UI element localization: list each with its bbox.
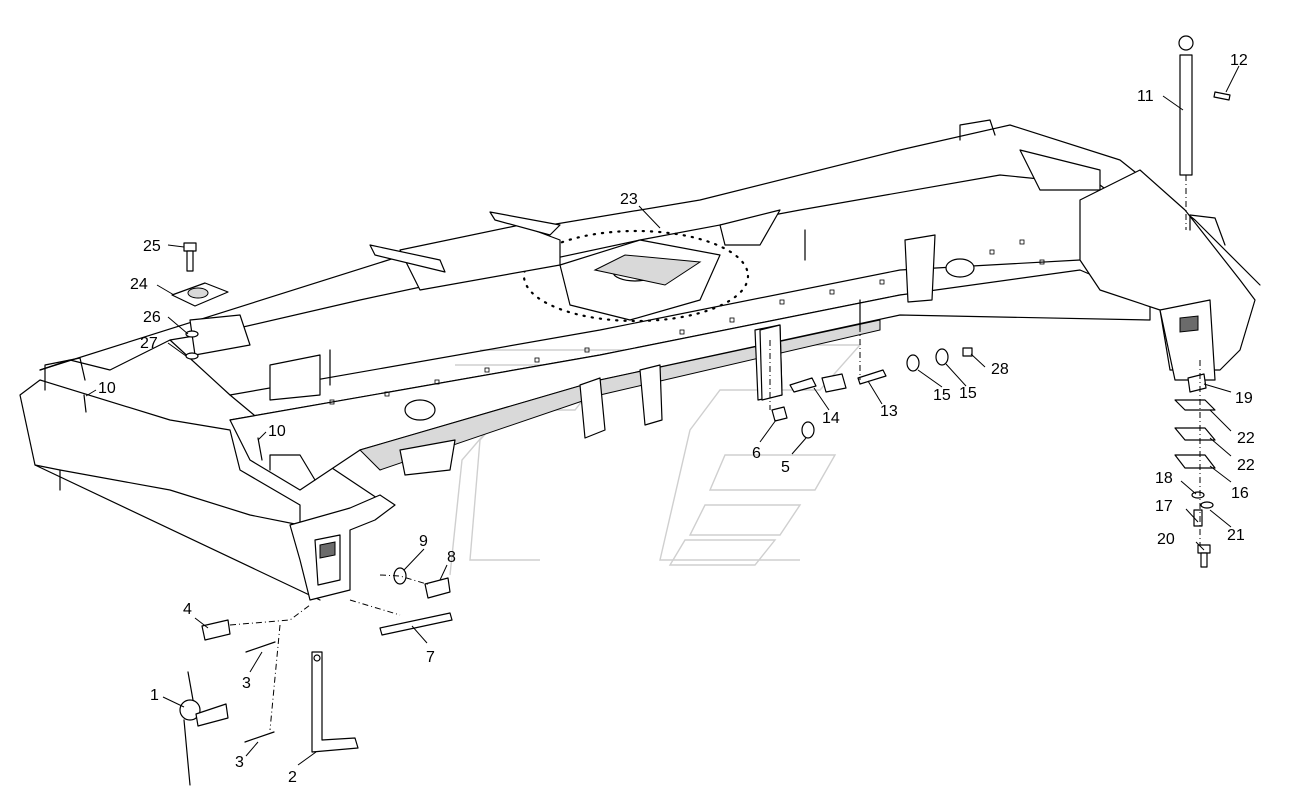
- callout-25: 25: [143, 238, 161, 255]
- callout-10: 10: [268, 423, 286, 440]
- callout-20: 20: [1157, 531, 1175, 548]
- callout-12: 12: [1230, 52, 1248, 69]
- callout-10: 10: [98, 380, 116, 397]
- callout-3: 3: [235, 754, 244, 771]
- loose-parts: [83, 35, 1231, 786]
- rod-7: [379, 612, 453, 636]
- callout-2: 2: [288, 769, 297, 786]
- callout-1: 1: [150, 687, 159, 704]
- tow-hook-2: [311, 651, 359, 753]
- callout-15: 15: [933, 387, 951, 404]
- callout-labels: 1 2 3 3 4 5 6 7 8 9 10 10 11 12 13 14 15…: [98, 52, 1255, 786]
- assembly-axes: [229, 175, 1201, 731]
- callout-24: 24: [130, 276, 148, 293]
- callout-15: 15: [959, 385, 977, 402]
- bolt-25: [183, 242, 197, 252]
- callout-21: 21: [1227, 527, 1245, 544]
- main-frame: [19, 119, 1261, 601]
- callout-5: 5: [781, 459, 790, 476]
- callout-3: 3: [242, 675, 251, 692]
- lynch-pin-1: [179, 699, 201, 721]
- long-pin-11: [1178, 35, 1194, 51]
- callout-19: 19: [1235, 390, 1253, 407]
- callout-26: 26: [143, 309, 161, 326]
- callout-17: 17: [1155, 498, 1173, 515]
- callout-leaders: [85, 65, 1240, 766]
- callout-18: 18: [1155, 470, 1173, 487]
- callout-14: 14: [822, 410, 840, 427]
- callout-7: 7: [426, 649, 435, 666]
- callout-6: 6: [752, 445, 761, 462]
- callout-28: 28: [991, 361, 1009, 378]
- callout-13: 13: [880, 403, 898, 420]
- callout-22: 22: [1237, 457, 1255, 474]
- callout-11: 11: [1137, 88, 1154, 105]
- shaft-13: [857, 369, 887, 385]
- callout-4: 4: [183, 601, 192, 618]
- callout-22: 22: [1237, 430, 1255, 447]
- callout-23: 23: [620, 191, 638, 208]
- callout-8: 8: [447, 549, 456, 566]
- callout-9: 9: [419, 533, 428, 550]
- callout-27: 27: [140, 335, 158, 352]
- callout-16: 16: [1231, 485, 1249, 502]
